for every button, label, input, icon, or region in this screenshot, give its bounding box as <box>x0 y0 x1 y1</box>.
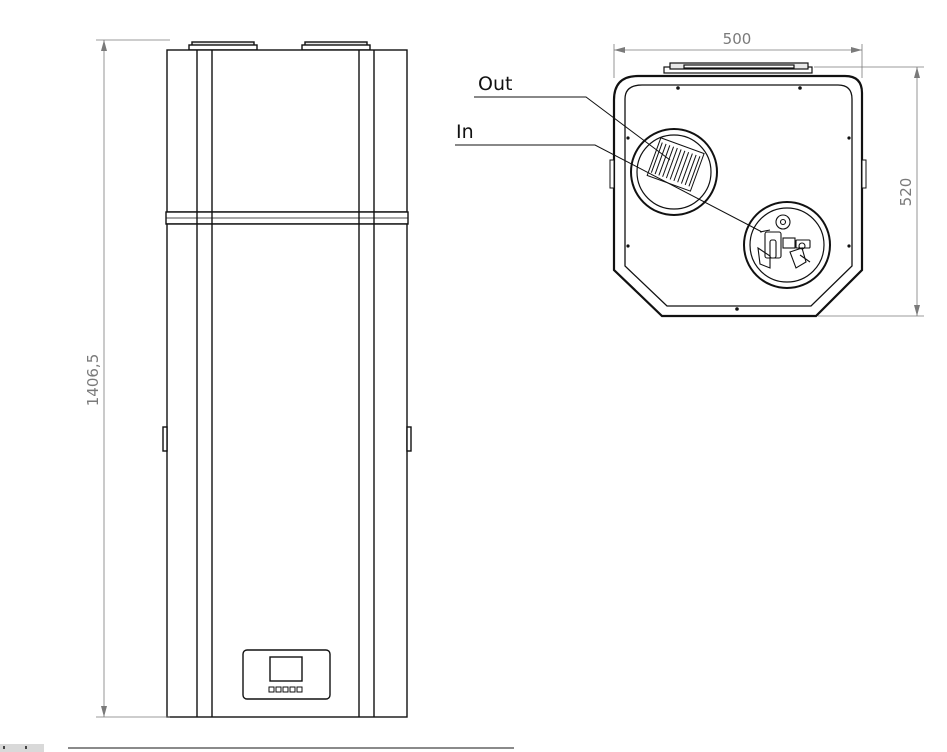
bottom-chip <box>0 744 44 752</box>
outlet-port <box>630 128 718 216</box>
top-flange <box>663 62 813 74</box>
in-leader-line <box>455 144 763 233</box>
callout-in-label: In <box>456 121 474 143</box>
screw-dots <box>626 86 851 311</box>
grip-icon <box>3 746 27 749</box>
width-dimension-label: 500 <box>723 30 752 48</box>
top-collar-right <box>301 41 371 51</box>
top-view <box>609 62 867 318</box>
out-leader-line <box>474 96 671 161</box>
top-collar-left <box>188 41 258 51</box>
height-dimension <box>96 39 170 718</box>
upper-cabinet <box>166 49 408 213</box>
width-dimension <box>613 44 863 78</box>
bottom-scroll-track[interactable] <box>68 747 514 749</box>
inlet-port <box>743 201 831 289</box>
control-panel <box>242 649 331 700</box>
top-view-inner-body <box>624 84 853 307</box>
display-screen <box>269 656 303 682</box>
lower-cabinet <box>166 223 408 718</box>
outlet-filter-grille <box>646 137 705 192</box>
control-buttons <box>268 686 303 693</box>
callout-out-label: Out <box>478 73 512 95</box>
callout-leaders <box>455 96 763 233</box>
depth-dimension <box>814 66 924 317</box>
depth-dimension-label: 520 <box>897 178 915 207</box>
height-dimension-label: 1406,5 <box>84 354 102 407</box>
front-view <box>162 41 412 718</box>
